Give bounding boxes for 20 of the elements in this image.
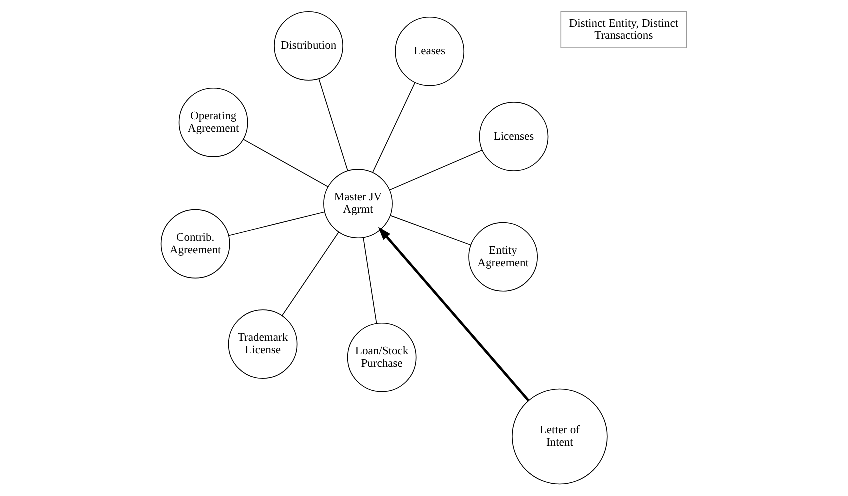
- node-circle: Operating Agreement: [178, 88, 248, 158]
- connector: [282, 232, 340, 316]
- node-circle: Licenses: [479, 102, 549, 172]
- node-circle: Distribution: [274, 11, 344, 81]
- node-circle: Trademark License: [228, 310, 298, 380]
- node-circle: Leases: [395, 16, 465, 86]
- connector: [243, 139, 329, 188]
- node-box: Distinct Entity, Distinct Transactions: [560, 11, 688, 48]
- connector: [390, 215, 472, 246]
- node-circle: Loan/Stock Purchase: [347, 322, 417, 392]
- connector: [318, 78, 348, 172]
- node-circle: Letter of Intent: [512, 388, 608, 485]
- connector: [372, 82, 416, 174]
- node-circle: Master JV Agrmt: [324, 169, 393, 239]
- node-circle: Entity Agreement: [468, 222, 538, 292]
- connector: [389, 150, 483, 191]
- connector: [363, 238, 378, 324]
- arrow: [378, 227, 530, 402]
- connector: [228, 212, 326, 236]
- node-circle: Contrib. Agreement: [160, 209, 230, 279]
